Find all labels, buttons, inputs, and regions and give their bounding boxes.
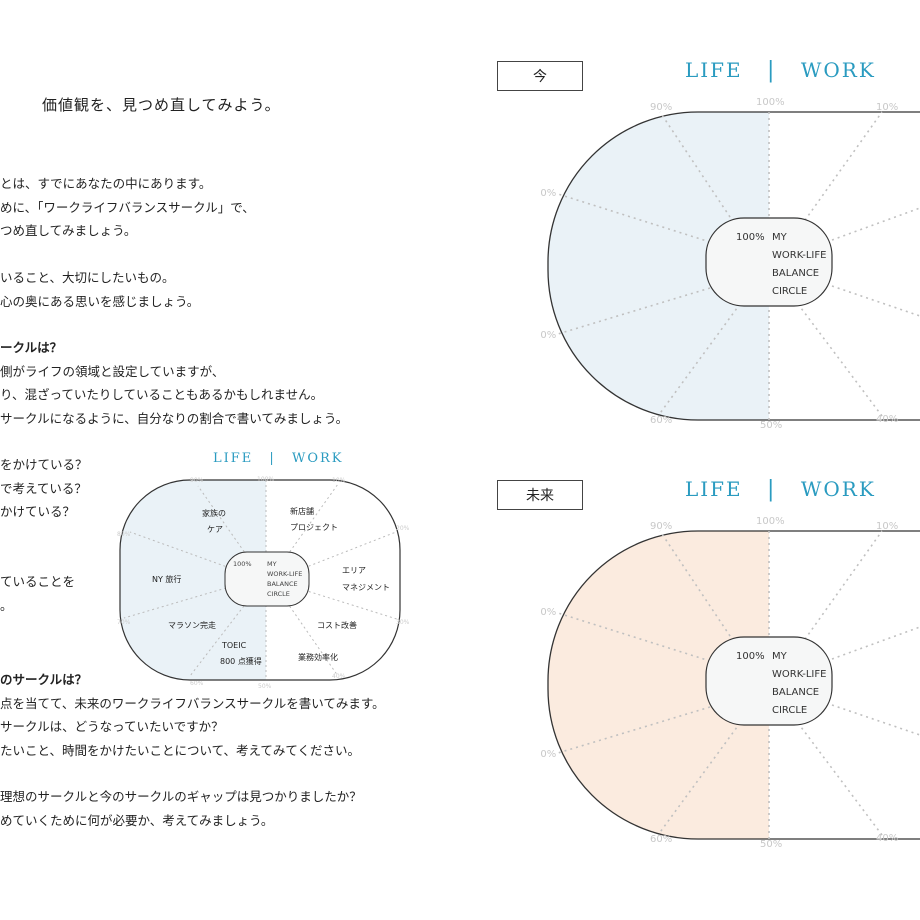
svg-text:40%: 40%	[332, 673, 346, 680]
paragraph-1: とは、すでにあなたの中にあります。 めに、「ワークライフバランスサークル」で、 …	[0, 176, 255, 238]
future-percent-labels: 100% 90% 10% 80% 70% 60% 50% 40%	[540, 516, 898, 850]
life-label: LIFE	[213, 451, 254, 466]
center-pill	[705, 217, 833, 307]
center-line2: WORK-LIFE	[772, 669, 826, 680]
center-line3: BALANCE	[772, 268, 819, 279]
example-lifework-header: LIFE | WORK	[213, 451, 343, 466]
svg-text:60%: 60%	[650, 834, 672, 845]
svg-text:プロジェクト: プロジェクト	[290, 523, 338, 532]
now-balance-circle: 100% MY WORK-LIFE BALANCE CIRCLE 100% 90…	[540, 97, 920, 431]
now-percent-labels: 100% 90% 10% 80% 70% 60% 50% 40%	[540, 97, 898, 431]
paragraph-5: ていることを 。	[0, 574, 76, 613]
example-percent-labels: 100% 90% 80% 70% 60% 50% 40% 30% 20% 10%	[117, 476, 410, 690]
handwritten-notes: 家族の ケア NY 旅行 マラソン完走 TOEIC 800 点獲得 新店舗 プロ…	[152, 506, 390, 666]
center-line3: BALANCE	[772, 687, 819, 698]
center-pill	[224, 551, 310, 607]
svg-text:800 点獲得: 800 点獲得	[220, 656, 262, 666]
svg-text:TOEIC: TOEIC	[221, 641, 247, 650]
circle-outline	[547, 530, 920, 840]
tick-lines	[557, 111, 920, 420]
svg-text:70%: 70%	[117, 619, 131, 626]
center-line1: MY	[772, 651, 788, 662]
svg-text:30%: 30%	[396, 619, 410, 626]
life-label: LIFE	[685, 58, 743, 82]
center-pct: 100%	[233, 560, 252, 568]
svg-text:70%: 70%	[540, 749, 556, 760]
svg-text:エリア: エリア	[342, 566, 366, 575]
svg-text:NY 旅行: NY 旅行	[152, 574, 181, 584]
svg-text:マラソン完走: マラソン完走	[168, 620, 216, 630]
example-balance-circle: 100% MY WORK-LIFE BALANCE CIRCLE 100% 90…	[117, 476, 410, 690]
circle-outline	[547, 111, 920, 421]
future-balance-circle: 100% MY WORK-LIFE BALANCE CIRCLE 100% 90…	[540, 516, 920, 850]
section-heading: のサークルは？	[0, 672, 88, 687]
svg-text:マネジメント: マネジメント	[342, 583, 390, 592]
svg-text:10%: 10%	[876, 102, 898, 113]
svg-text:10%: 10%	[876, 521, 898, 532]
center-pct: 100%	[736, 651, 765, 662]
life-area	[548, 112, 769, 420]
life-area	[548, 531, 769, 839]
paragraph-7: 理想のサークルと今のサークルのギャップは見つかりましたか？ めていくために何が必…	[0, 789, 362, 828]
svg-text:家族の: 家族の	[202, 508, 226, 518]
svg-text:60%: 60%	[190, 680, 204, 687]
future-label: 未来	[497, 480, 583, 510]
svg-text:80%: 80%	[117, 531, 131, 538]
center-line4: CIRCLE	[772, 286, 807, 297]
svg-text:業務効率化: 業務効率化	[298, 652, 338, 662]
svg-text:新店舗: 新店舗	[290, 506, 314, 516]
svg-text:40%: 40%	[876, 414, 898, 425]
circle-outline	[119, 479, 401, 681]
separator: |	[269, 451, 276, 466]
svg-text:50%: 50%	[258, 683, 272, 690]
life-label: LIFE	[685, 477, 743, 501]
svg-text:ケア: ケア	[207, 525, 223, 534]
svg-text:100%: 100%	[257, 476, 274, 483]
center-line2: WORK-LIFE	[267, 570, 302, 578]
svg-text:100%: 100%	[756, 516, 785, 527]
svg-text:20%: 20%	[396, 525, 410, 532]
paragraph-2: いること、大切にしたいもの。 心の奥にある思いを感じましょう。	[0, 270, 200, 309]
svg-text:100%: 100%	[756, 97, 785, 108]
svg-text:80%: 80%	[540, 607, 556, 618]
tick-lines	[557, 530, 920, 839]
section-heading: ークルは？	[0, 340, 63, 355]
center-line4: CIRCLE	[772, 705, 807, 716]
paragraph-3: ークルは？ 側がライフの領域と設定していますが、 り、混ざっていたりしていること…	[0, 336, 348, 430]
separator: |	[767, 58, 777, 83]
center-line3: BALANCE	[267, 580, 298, 588]
svg-text:90%: 90%	[650, 102, 672, 113]
paragraph-6: のサークルは？ 点を当てて、未来のワークライフバランスサークルを書いてみます。 …	[0, 668, 385, 762]
center-line2: WORK-LIFE	[772, 250, 826, 261]
work-label: WORK	[291, 451, 344, 466]
svg-text:40%: 40%	[876, 833, 898, 844]
work-label: WORK	[800, 477, 876, 501]
svg-text:コスト改善: コスト改善	[317, 620, 357, 630]
svg-text:10%: 10%	[332, 477, 346, 484]
svg-text:90%: 90%	[190, 477, 204, 484]
svg-text:70%: 70%	[540, 330, 556, 341]
paragraph-4: をかけている？ で考えている？ かけている？	[0, 457, 88, 519]
svg-text:50%: 50%	[760, 420, 782, 431]
svg-text:80%: 80%	[540, 188, 556, 199]
center-line4: CIRCLE	[267, 590, 290, 598]
now-lifework-header: LIFE | WORK	[685, 58, 876, 83]
center-line1: MY	[772, 232, 788, 243]
svg-text:90%: 90%	[650, 521, 672, 532]
page-title: 価値観を、見つめ直してみよう。	[42, 96, 281, 114]
center-pill	[705, 636, 833, 726]
svg-text:60%: 60%	[650, 415, 672, 426]
center-line1: MY	[267, 560, 277, 568]
center-pct: 100%	[736, 232, 765, 243]
separator: |	[767, 477, 777, 502]
now-label: 今	[497, 61, 583, 91]
future-lifework-header: LIFE | WORK	[685, 477, 876, 502]
svg-text:50%: 50%	[760, 839, 782, 850]
work-label: WORK	[800, 58, 876, 82]
